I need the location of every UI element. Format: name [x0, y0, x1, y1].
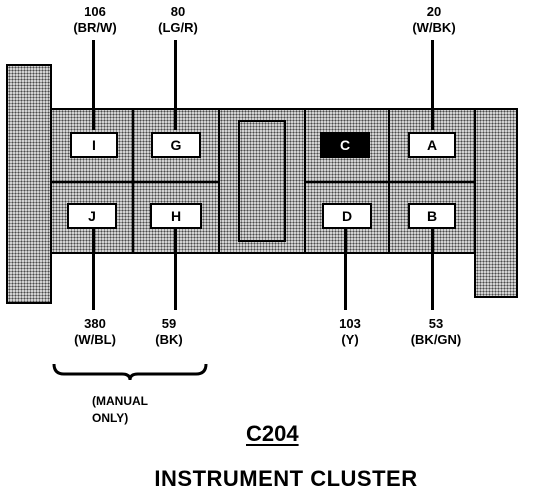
cavity-divider	[304, 110, 306, 252]
pin-a: A	[408, 132, 456, 158]
pin-g: G	[151, 132, 201, 158]
wire-label-80: 80 (LG/R)	[143, 4, 213, 36]
wire-80	[174, 40, 177, 130]
pin-c: C	[320, 132, 370, 158]
pin-b: B	[408, 203, 456, 229]
circuit-number: 53	[428, 316, 444, 331]
cavity-divider	[132, 110, 134, 252]
cavity-divider	[388, 110, 390, 252]
wire-label-53: 53 (BK/GN)	[396, 316, 476, 348]
circuit-number: 59	[161, 316, 177, 331]
wire-103	[344, 228, 347, 310]
cavity-divider	[52, 181, 218, 183]
manual-only-note: (MANUAL ONLY)	[92, 393, 148, 427]
circuit-number: 106	[84, 4, 106, 19]
wire-label-20: 20 (W/BK)	[398, 4, 470, 36]
wire-color: (W/BK)	[412, 20, 456, 35]
note-line-2: ONLY)	[92, 411, 129, 425]
pin-h: H	[150, 203, 202, 229]
connector-name: INSTRUMENT CLUSTER	[154, 466, 418, 491]
wire-color: (BK)	[155, 332, 183, 347]
note-line-1: (MANUAL	[92, 394, 148, 408]
wire-label-380: 380 (W/BL)	[60, 316, 130, 348]
cavity-divider	[218, 110, 220, 252]
wire-color: (LG/R)	[158, 20, 198, 35]
circuit-number: 80	[170, 4, 186, 19]
pin-j: J	[67, 203, 117, 229]
manual-only-bracket	[52, 363, 208, 381]
wire-53	[431, 228, 434, 310]
wire-color: (W/BL)	[74, 332, 116, 347]
wire-label-103: 103 (Y)	[315, 316, 385, 348]
circuit-number: 380	[84, 316, 106, 331]
connector-right-latch	[474, 108, 518, 298]
wire-color: (BK/GN)	[410, 332, 462, 347]
wire-59	[174, 228, 177, 310]
wire-color: (BR/W)	[73, 20, 117, 35]
wire-106	[92, 40, 95, 130]
circuit-number: 103	[339, 316, 361, 331]
circuit-number: 20	[426, 4, 442, 19]
pin-i: I	[70, 132, 118, 158]
wire-label-59: 59 (BK)	[134, 316, 204, 348]
wire-color: (Y)	[341, 332, 359, 347]
connector-id: C204	[246, 421, 299, 446]
wire-20	[431, 40, 434, 130]
connector-left-latch	[6, 64, 52, 304]
connector-keyway	[238, 120, 286, 242]
pin-d: D	[322, 203, 372, 229]
wire-label-106: 106 (BR/W)	[60, 4, 130, 36]
wire-380	[92, 228, 95, 310]
